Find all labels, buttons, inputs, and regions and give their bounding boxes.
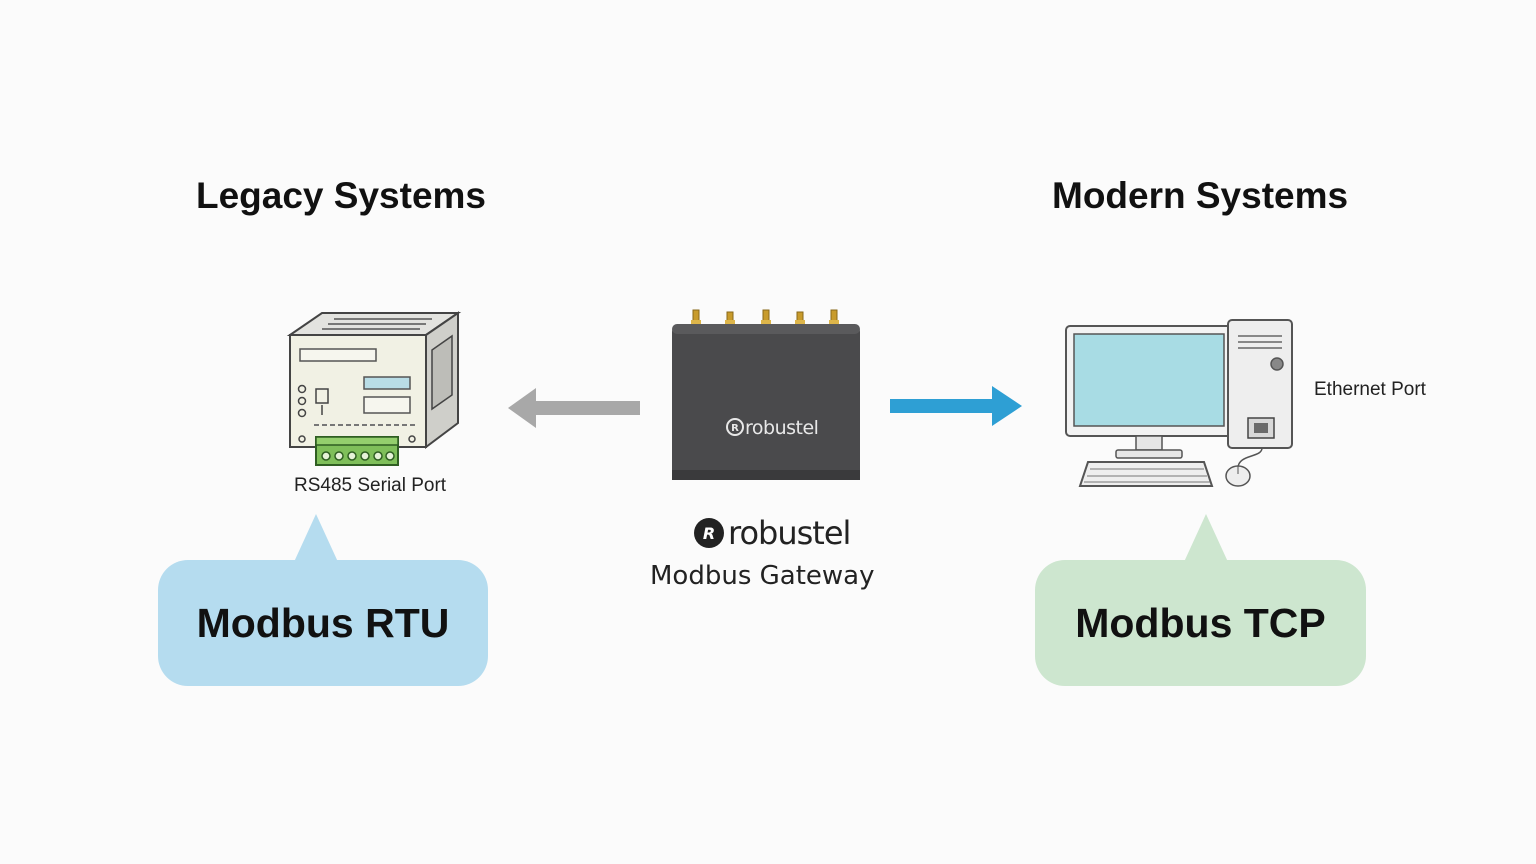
- svg-text:R: R: [731, 423, 739, 434]
- router-icon: R: [672, 309, 860, 480]
- svg-text:R: R: [703, 524, 715, 543]
- modbus-tcp-label: Modbus TCP: [1075, 599, 1326, 646]
- ethernet-port-label: Ethernet Port: [1314, 379, 1426, 400]
- robustel-logo-icon: R: [694, 518, 724, 548]
- router-brand-text: robustel: [745, 417, 819, 439]
- modern-systems-heading: Modern Systems: [1052, 175, 1349, 216]
- rs485-serial-port-label: RS485 Serial Port: [294, 475, 447, 496]
- modbus-rtu-bubble: Modbus RTU: [158, 560, 488, 686]
- modbus-rtu-label: Modbus RTU: [196, 599, 450, 646]
- robustel-logo: R robustel: [692, 514, 851, 552]
- left-arrow-icon: [508, 388, 640, 428]
- desktop-computer-icon: [1065, 319, 1293, 487]
- right-arrow-icon: [890, 386, 1022, 426]
- modbus-tcp-bubble-tail: [1184, 514, 1228, 562]
- industrial-rtu-icon: [286, 311, 462, 466]
- modbus-rtu-bubble-tail: [294, 514, 338, 562]
- modbus-gateway-caption: Modbus Gateway: [650, 561, 875, 591]
- modbus-tcp-bubble: Modbus TCP: [1035, 560, 1366, 686]
- legacy-systems-heading: Legacy Systems: [196, 175, 487, 216]
- robustel-brand-name: robustel: [728, 514, 851, 552]
